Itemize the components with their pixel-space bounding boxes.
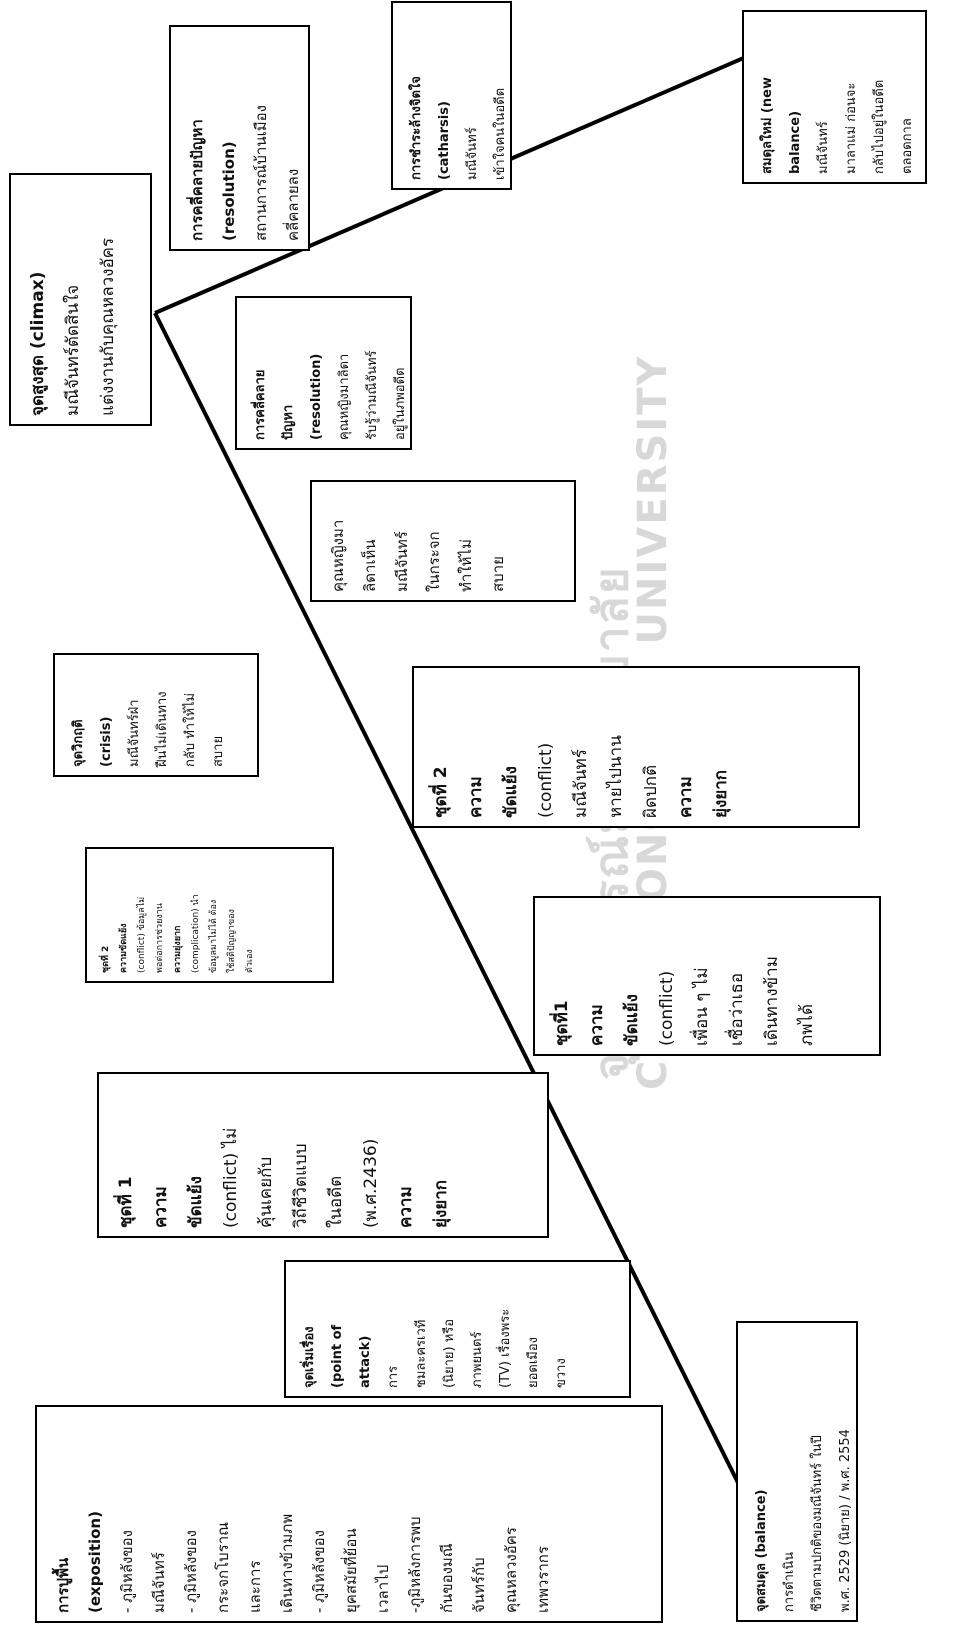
conflict-set2-left-title: ชุดที่ 2: [101, 945, 111, 973]
conflict-set2-right-text: (conflict) มณีจันทร์ หายไปนาน ผิดปกติ: [536, 735, 661, 818]
conflict-set2-right-title: ชุดที่ 2 ความ ขัดแย้ง: [431, 766, 521, 818]
point-of-attack-title: จุดเริ่มเรื่อง (point of attack): [302, 1324, 373, 1388]
resolution-top-title: การคลี่คลายปัญหา (resolution): [188, 119, 238, 241]
resolution-mid-box: การคลี่คลาย ปัญหา (resolution) คุณหญิงมา…: [235, 296, 412, 450]
conflict-set1-left-box: ชุดที่ 1 ความ ขัดแย้ง (conflict) ไม่ คุ้…: [97, 1072, 549, 1238]
resolution-top-box: การคลี่คลายปัญหา (resolution) สถานการณ์บ…: [169, 25, 310, 251]
resolution-top-text: สถานการณ์บ้านเมือง คลี่คลายลง: [252, 105, 302, 241]
conflict-set2-left-label1: ความขัดแย้ง: [119, 923, 129, 973]
climax-box: จุดสูงสุด (climax) มณีจันทร์ตัดสินใจ แต่…: [9, 173, 152, 426]
climax-text: มณีจันทร์ตัดสินใจ แต่งงานกับคุณหลวงอัคร: [63, 237, 118, 416]
catharsis-box: การชำระล้างจิตใจ (catharsis) มณีจันทร์ เ…: [391, 1, 512, 190]
conflict-set1-right-box: ชุดที่1 ความ ขัดแย้ง (conflict) เพื่อน ๆ…: [533, 896, 881, 1056]
resolution-mid-title: การคลี่คลาย ปัญหา (resolution): [253, 353, 324, 440]
catharsis-title: การชำระล้างจิตใจ (catharsis): [409, 76, 452, 180]
balance-title: จุดสมดุล (balance): [754, 1489, 769, 1612]
conflict-set1-left-text: (conflict) ไม่ คุ้นเคยกับ วิถีชีวิตแบบ ใ…: [221, 1127, 381, 1228]
conflict-set2-left-box: ชุดที่ 2 ความขัดแย้ง (conflict) ข้อมูลไม…: [85, 847, 334, 983]
conflict-set1-left-tail: ความ ยุ่งยาก: [396, 1179, 451, 1228]
exposition-title: การปูพื้น (exposition): [54, 1511, 104, 1613]
mirror-event-box: คุณหญิงมา ลิดาเห็น มณีจันทร์ ในกระจก ทำใ…: [310, 480, 576, 602]
conflict-set1-right-title: ชุดที่1 ความ ขัดแย้ง: [552, 994, 642, 1046]
point-of-attack-text: การ ชมละครเวที (นิยาย) หรือ ภาพยนตร์ (TV…: [386, 1308, 569, 1388]
point-of-attack-box: จุดเริ่มเรื่อง (point of attack) การ ชมล…: [284, 1260, 631, 1398]
exposition-box: การปูพื้น (exposition) - ภูมิหลังของ มณี…: [35, 1405, 663, 1623]
conflict-set2-left-text1: (conflict) ข้อมูลไม่ พอต่อการช่วยงาน: [137, 896, 165, 973]
resolution-mid-text: คุณหญิงมาลิดา รับรู้ว่ามณีจันทร์ อยู่ในภ…: [337, 350, 408, 440]
balance-box: จุดสมดุล (balance) การดำเนิน ชีวิตตามปกต…: [736, 1321, 858, 1622]
conflict-set2-right-box: ชุดที่ 2 ความ ขัดแย้ง (conflict) มณีจันท…: [412, 666, 860, 828]
exposition-text: - ภูมิหลังของ มณีจันทร์ - ภูมิหลังของ กร…: [118, 1513, 552, 1613]
new-balance-box: สมดุลใหม่ (new balance) มณีจันทร์ มาลาแม…: [742, 10, 927, 184]
mirror-event-text: คุณหญิงมา ลิดาเห็น มณีจันทร์ ในกระจก ทำใ…: [329, 519, 507, 592]
conflict-set2-left-text2: (complication) นำ ข้อมูลมาไม่ได้ ต้อง ใช…: [191, 894, 255, 973]
crisis-text: มณีจันทร์ฝ่า ฝืนไม่เดินทาง กลับ ทำให้ไม่…: [127, 691, 226, 767]
conflict-set1-right-text: (conflict) เพื่อน ๆ ไม่ เชื่อว่าเธอ เดิน…: [657, 956, 817, 1046]
new-balance-text: มณีจันทร์ มาลาแม่ ก่อนจะ กลับไปอยู่ในอดี…: [816, 79, 915, 174]
rising-action-line: [153, 312, 776, 1556]
balance-text: การดำเนิน ชีวิตตามปกติของมณีจันทร์ ในปี …: [782, 1429, 853, 1612]
crisis-box: จุดวิกฤติ (crisis) มณีจันทร์ฝ่า ฝืนไม่เด…: [53, 653, 259, 777]
conflict-set1-left-title: ชุดที่ 1 ความ ขัดแย้ง: [116, 1176, 206, 1228]
conflict-set2-right-tail: ความ ยุ่งยาก: [676, 769, 731, 818]
conflict-set2-left-label2: ความยุ่งยาก: [173, 925, 183, 973]
crisis-title: จุดวิกฤติ (crisis): [71, 716, 114, 767]
new-balance-title: สมดุลใหม่ (new balance): [760, 77, 803, 174]
catharsis-text: มณีจันทร์ เข้าใจคนในอดีต: [465, 87, 508, 180]
climax-title: จุดสูงสุด (climax): [28, 271, 48, 416]
